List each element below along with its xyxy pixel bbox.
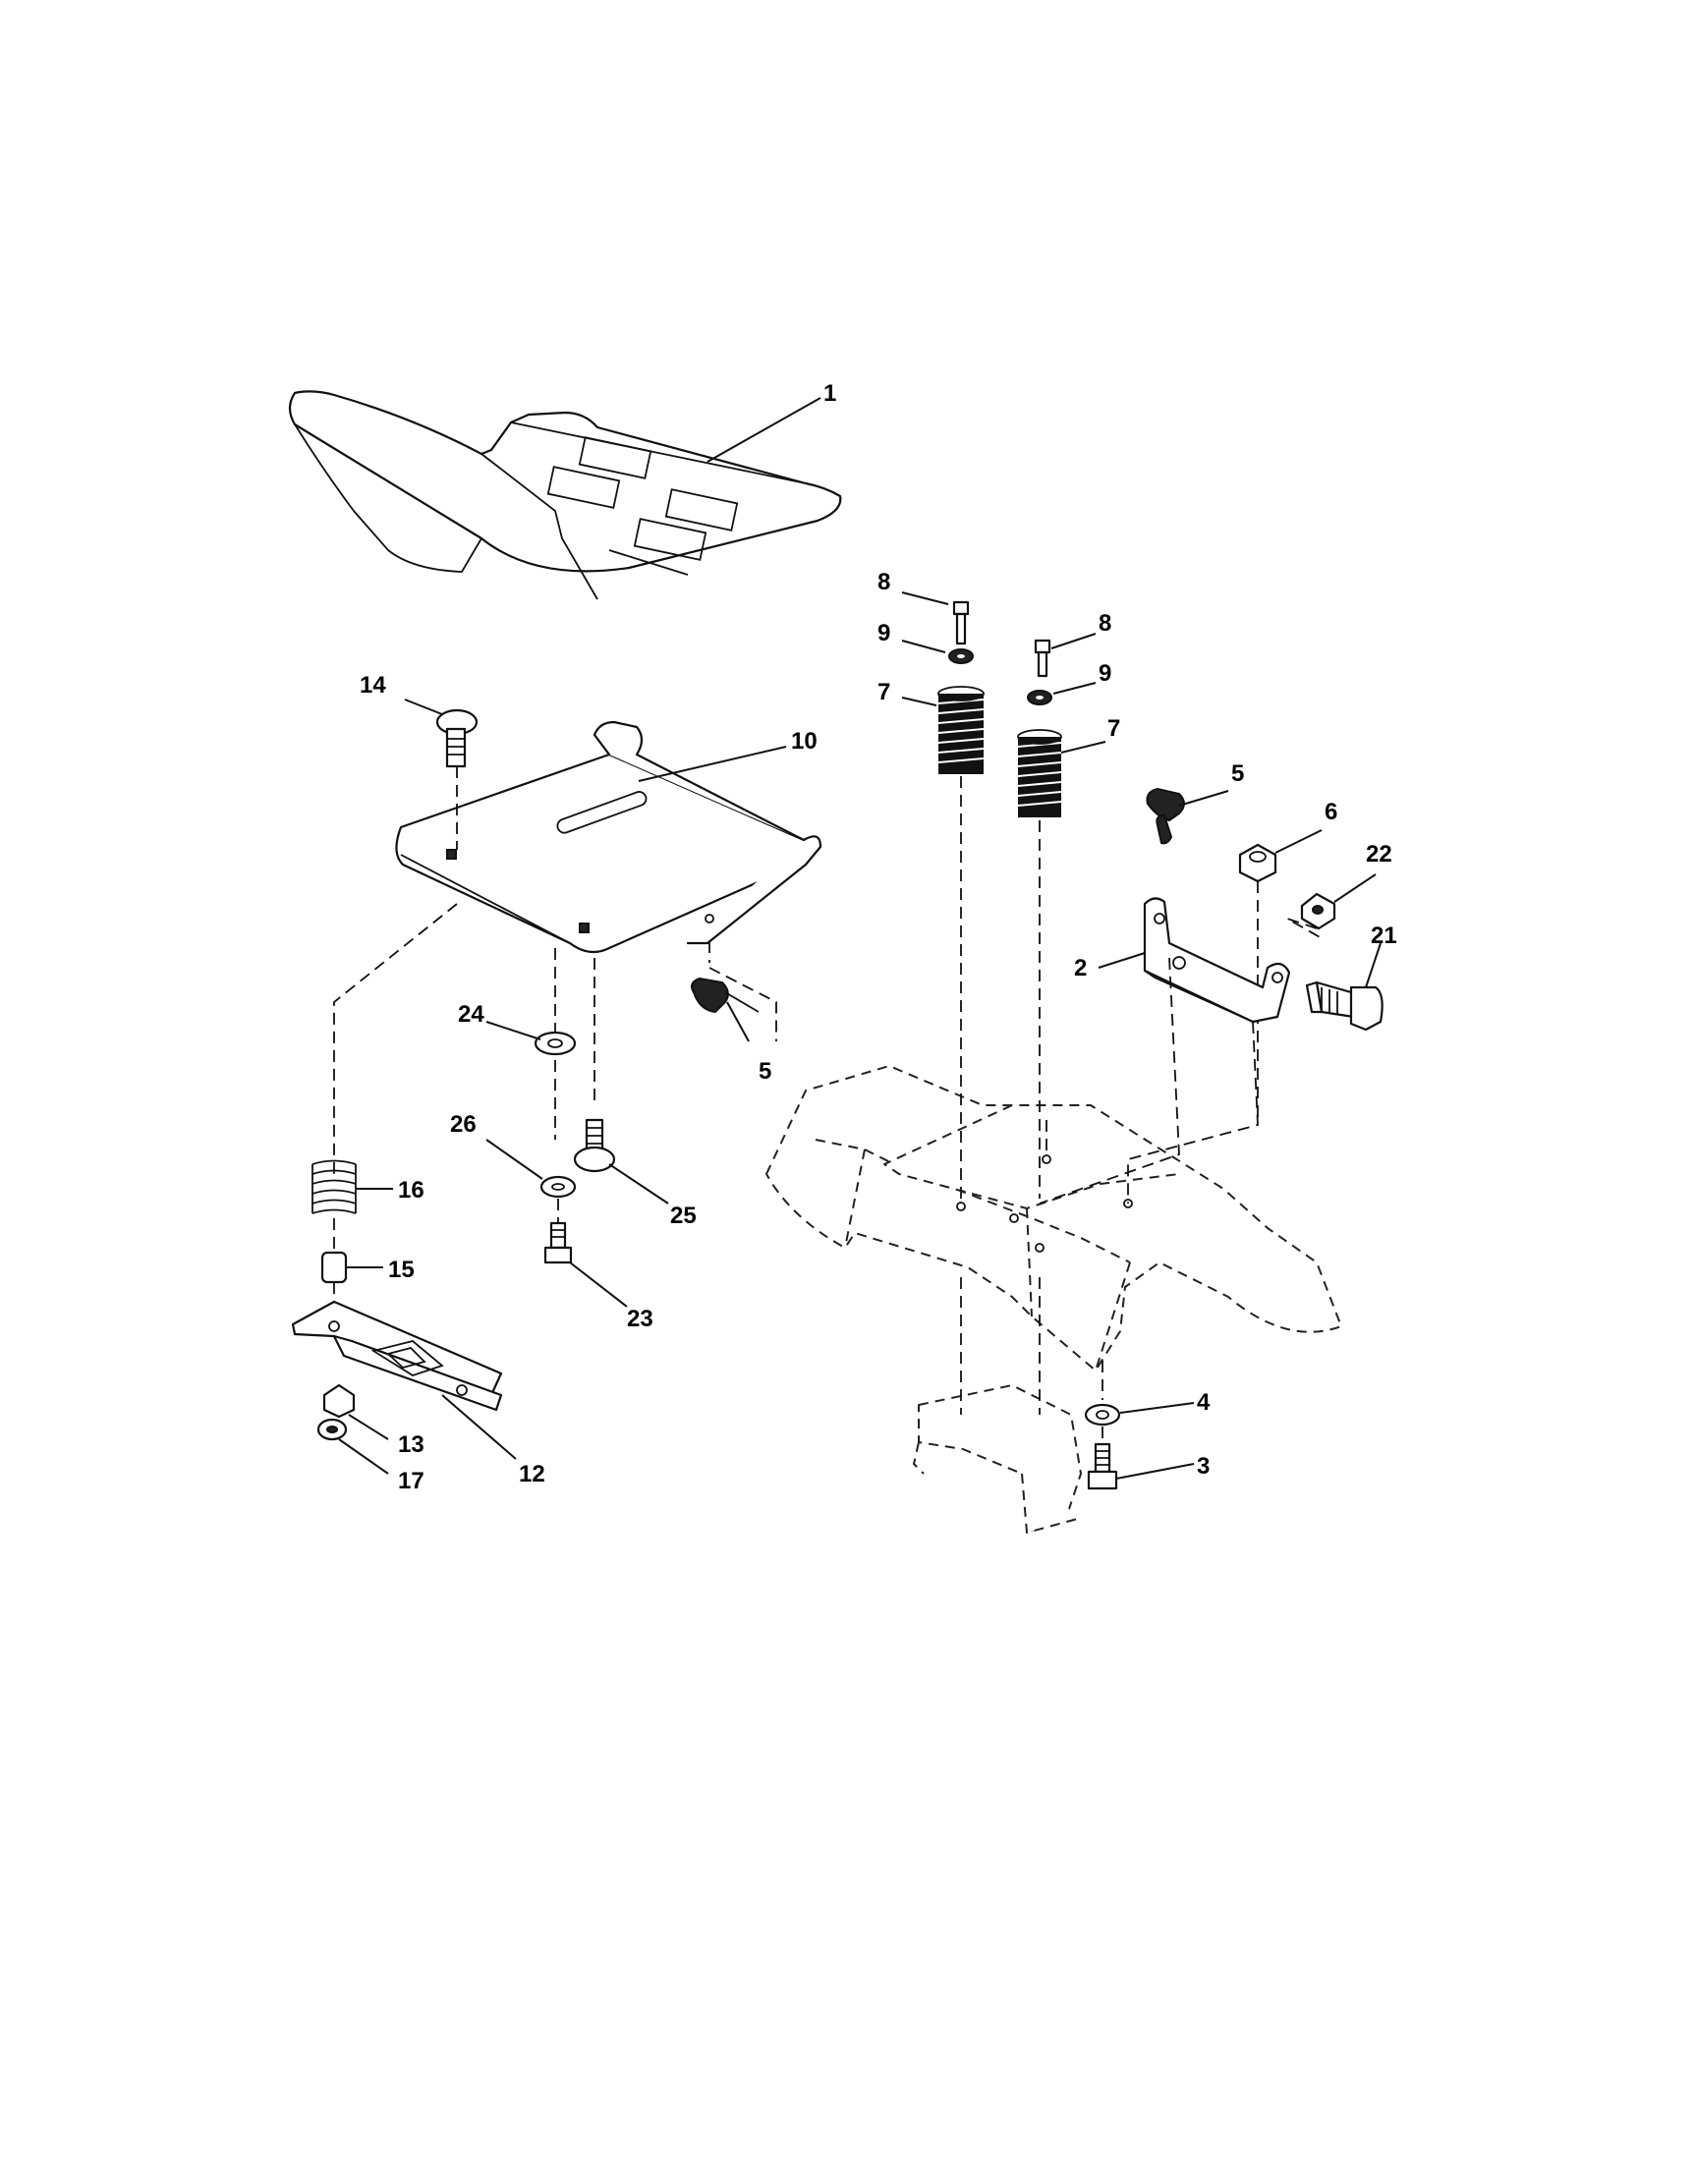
washer-24: [534, 1031, 577, 1056]
callout-25: 25: [670, 1203, 697, 1229]
spacer-15: [320, 1251, 348, 1284]
bracket-12: [291, 1300, 503, 1412]
callout-8-right: 8: [1099, 610, 1111, 637]
callout-9-right: 9: [1099, 660, 1111, 687]
callout-15: 15: [388, 1257, 415, 1283]
washer-4: [1084, 1403, 1121, 1427]
callout-24: 24: [458, 1001, 484, 1028]
callout-2: 2: [1074, 955, 1087, 981]
nut-6: [1238, 843, 1277, 883]
seat: [288, 390, 842, 600]
callout-8-left: 8: [877, 569, 890, 595]
callout-14: 14: [360, 672, 386, 699]
bolt-3: [1087, 1442, 1118, 1490]
callout-12: 12: [519, 1461, 545, 1487]
callout-3: 3: [1197, 1453, 1210, 1480]
callout-4: 4: [1197, 1389, 1211, 1416]
callout-5-right: 5: [1231, 760, 1244, 787]
leader-5b: [1178, 790, 1229, 807]
frame-bracket: [913, 1384, 1082, 1534]
leader-4: [1119, 1402, 1195, 1414]
leader-6: [1274, 829, 1323, 854]
callout-26: 26: [450, 1111, 477, 1138]
washer-9-left: [948, 648, 974, 664]
bracket-2: [1143, 897, 1291, 1024]
leader-1: [706, 397, 821, 463]
leader-12: [441, 1394, 517, 1460]
fender-outline: [765, 1065, 1342, 1372]
hinge-pin-5-right: [1146, 787, 1185, 845]
leader-26: [485, 1139, 543, 1180]
bolt-8-left: [952, 600, 970, 645]
leader-14: [404, 699, 443, 715]
callout-13: 13: [398, 1431, 424, 1458]
lock-washer-26: [539, 1175, 577, 1199]
bolt-8-right: [1034, 639, 1051, 678]
shoulder-bolt-25: [573, 1118, 616, 1173]
callout-1: 1: [823, 380, 836, 407]
leader-3: [1115, 1463, 1195, 1480]
leader-10: [638, 746, 787, 782]
leader-2: [1098, 952, 1146, 969]
callout-21: 21: [1371, 923, 1397, 949]
leader-23: [569, 1261, 628, 1308]
mount-holes: [956, 1154, 1133, 1253]
leader-17: [338, 1438, 389, 1475]
callout-9-left: 9: [877, 620, 890, 646]
nut-17: [316, 1418, 348, 1441]
leader-21: [1365, 942, 1382, 988]
bolt-23: [543, 1221, 573, 1264]
leader-24: [485, 1021, 541, 1040]
callout-23: 23: [627, 1306, 653, 1332]
leader-25: [608, 1163, 669, 1204]
callout-17: 17: [398, 1468, 424, 1494]
callout-22: 22: [1366, 841, 1392, 868]
callout-10: 10: [791, 728, 818, 755]
bolt-21: [1305, 980, 1384, 1032]
nut-13: [322, 1383, 356, 1419]
leader-8b: [1050, 633, 1097, 649]
callout-7-right: 7: [1107, 715, 1120, 742]
callout-16: 16: [398, 1177, 424, 1204]
spring-7-left: [937, 686, 985, 774]
carriage-bolt: [435, 708, 479, 768]
leader-9b: [1052, 682, 1097, 695]
callout-6: 6: [1325, 799, 1337, 825]
nut-22: [1300, 892, 1336, 930]
leader-13: [348, 1414, 389, 1440]
seat-pan: [395, 720, 822, 954]
leader-5a: [726, 1001, 750, 1042]
leader-8a: [901, 591, 949, 605]
callout-5-center: 5: [759, 1058, 771, 1085]
hinge-pin: [691, 977, 760, 1014]
spring-7-right: [1017, 729, 1062, 817]
leader-22: [1333, 873, 1377, 903]
leader-7a: [901, 697, 937, 706]
callout-7-left: 7: [877, 679, 890, 705]
leader-7b: [1060, 741, 1106, 754]
washer-9-right: [1027, 690, 1052, 705]
leader-9a: [901, 640, 946, 653]
